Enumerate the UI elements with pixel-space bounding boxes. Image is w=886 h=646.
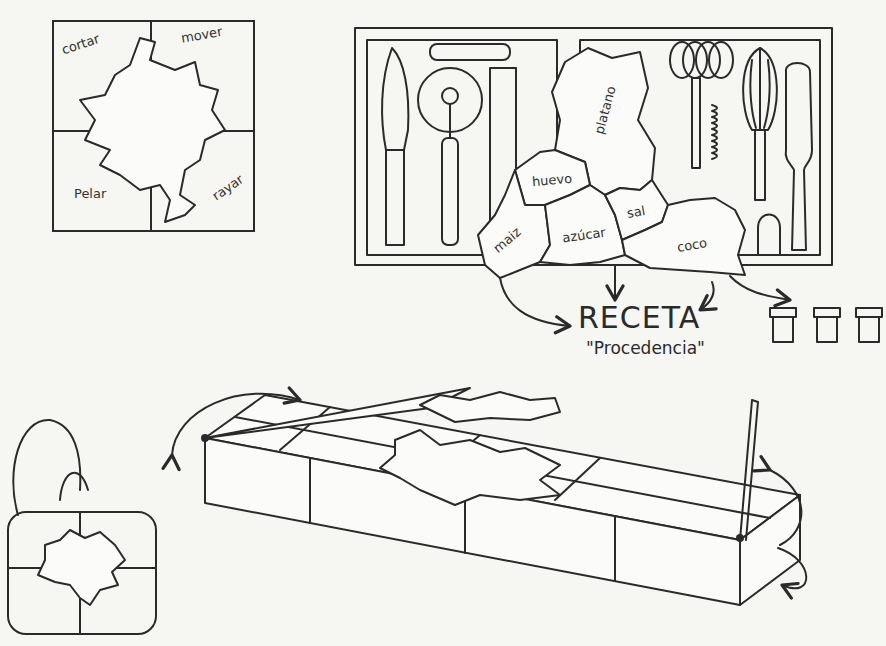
region-shape	[622, 198, 745, 275]
origin-note: "Procedencia"	[586, 340, 705, 357]
spring-coil	[712, 105, 717, 159]
spatula-slot	[786, 63, 812, 250]
node-text: cortar	[60, 32, 101, 56]
map-region: coco	[622, 198, 745, 275]
whisk-head	[743, 48, 777, 130]
whisk-handle	[755, 130, 765, 200]
hinge-dot	[202, 435, 208, 441]
pointer-arrow	[500, 278, 570, 326]
node-text: mover	[180, 25, 223, 45]
recipe-heading: RECETA	[578, 303, 700, 333]
tray-outline	[355, 28, 832, 265]
pointer-arrow	[614, 266, 616, 300]
spice-jars	[770, 308, 882, 342]
scoop-slot	[758, 215, 780, 256]
carry-bag	[8, 420, 156, 634]
pointer-arrow	[700, 282, 714, 310]
coil-loop	[709, 42, 733, 78]
rotation-arrow	[778, 548, 806, 588]
knife-slot	[382, 48, 408, 245]
bar-slot	[430, 44, 510, 60]
coil-handle	[692, 78, 700, 168]
region-outline	[622, 198, 745, 275]
node-text: Pelar	[74, 187, 106, 200]
hinge-dot	[737, 535, 743, 541]
peeler-handle	[442, 138, 458, 245]
puzzle-box	[205, 388, 800, 605]
whisk-wires	[750, 48, 769, 130]
rotation-arrow	[172, 394, 300, 455]
rotation-arrow	[770, 470, 801, 545]
knife-guard	[386, 149, 404, 151]
node-text: rayar	[210, 172, 246, 202]
peeler-hole	[442, 88, 458, 104]
peeler-stem	[449, 104, 451, 138]
pointer-arrow	[730, 276, 790, 300]
